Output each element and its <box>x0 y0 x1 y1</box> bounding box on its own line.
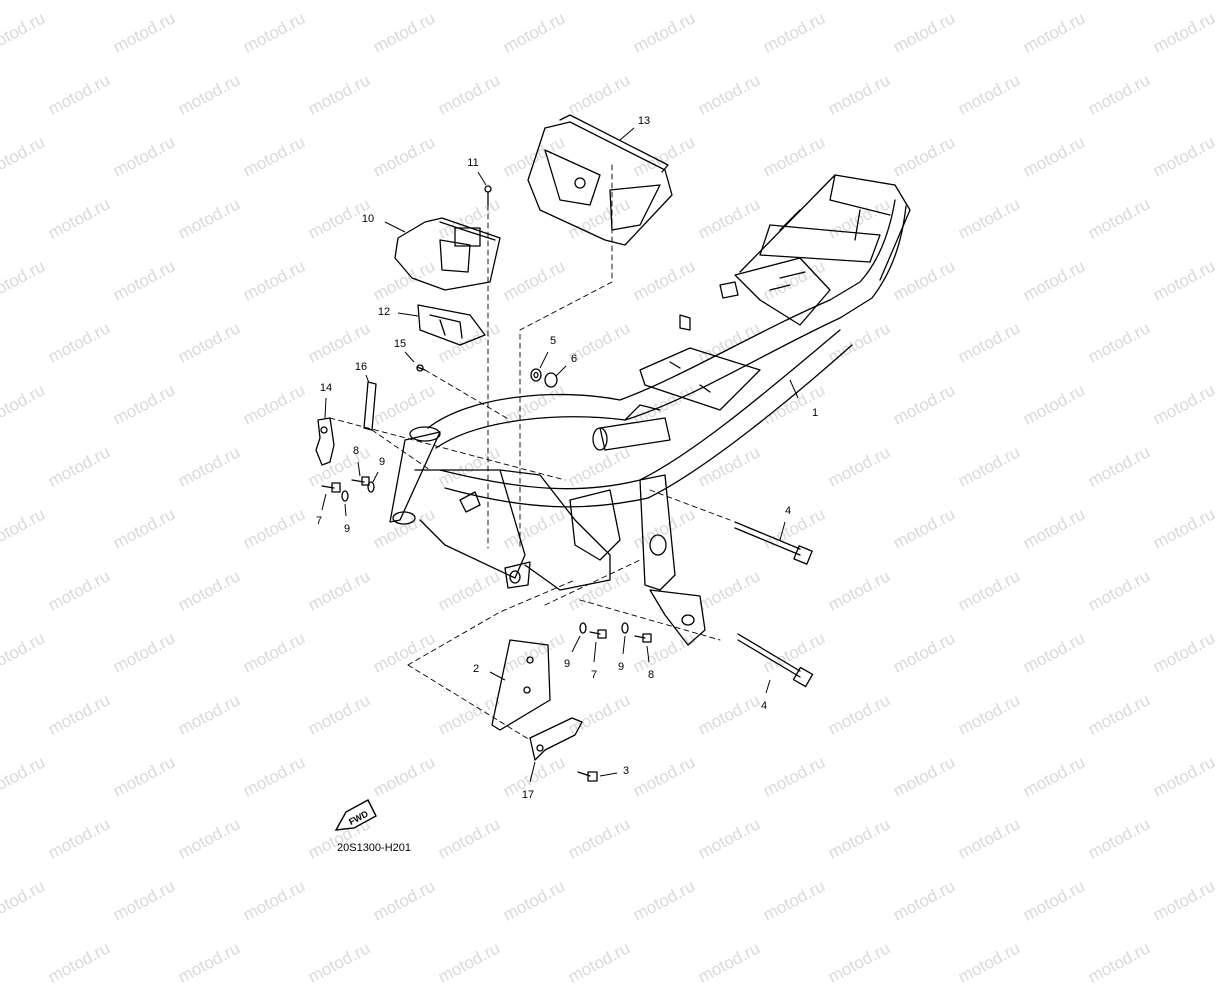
callout-number: 13 <box>638 115 650 127</box>
part-2-plate <box>491 639 551 731</box>
callout-16: 16 <box>355 361 370 384</box>
callout-leader <box>599 772 618 777</box>
callout-leader <box>404 351 415 363</box>
callout-2: 2 <box>473 663 506 681</box>
washers <box>341 368 629 634</box>
callout-leader <box>789 379 799 399</box>
watermark-text: motod.ru <box>695 938 764 987</box>
callout-leader <box>529 761 536 783</box>
callout-leader <box>372 471 379 483</box>
part-14-bracket <box>315 417 335 466</box>
callout-leader <box>489 671 506 681</box>
callout-6: 6 <box>555 353 577 377</box>
part-10-battery-box <box>394 217 501 291</box>
bolts <box>321 185 814 782</box>
callout-number: 4 <box>761 700 767 712</box>
callout-number: 5 <box>550 335 556 347</box>
watermark-text: motod.ru <box>825 938 894 987</box>
parts-diagram: motod.ru motod.ru motod.ru motod.ru motod.ru… <box>0 9 1217 987</box>
callout-number: 9 <box>564 658 570 670</box>
callout-number: 9 <box>618 661 624 673</box>
part-13-cover <box>527 114 673 246</box>
callout-number: 7 <box>316 515 322 527</box>
callout-number: 4 <box>785 505 791 517</box>
callout-number: 8 <box>648 669 654 681</box>
callout-10: 10 <box>362 213 406 233</box>
callout-leader <box>321 493 327 511</box>
callout-number: 7 <box>591 669 597 681</box>
callout-number: 15 <box>394 338 406 350</box>
callout-13: 13 <box>619 115 650 141</box>
callout-leader <box>344 503 347 517</box>
fwd-arrow-icon: FWD <box>334 799 377 831</box>
callout-number: 16 <box>355 361 367 373</box>
watermark-text: motod.ru <box>955 938 1024 987</box>
callout-number: 17 <box>522 789 534 801</box>
callout-7: 7 <box>591 641 597 681</box>
callout-4: 4 <box>779 505 791 541</box>
callout-leader <box>384 221 406 233</box>
callout-5: 5 <box>539 335 556 369</box>
diagram-code: 20S1300-H201 <box>337 842 411 854</box>
watermark-text: motod.ru <box>565 938 634 987</box>
callout-number: 8 <box>353 445 359 457</box>
callout-11: 11 <box>467 157 487 186</box>
callout-17: 17 <box>522 761 536 801</box>
callout-7: 7 <box>316 493 327 527</box>
callout-leader <box>539 351 549 369</box>
watermark-text: motod.ru <box>435 938 504 987</box>
callout-9: 9 <box>618 635 626 673</box>
part-12-bracket <box>417 304 486 346</box>
callout-4: 4 <box>761 679 771 712</box>
callout-9: 9 <box>344 503 350 535</box>
callout-leader <box>593 641 597 663</box>
callout-number: 9 <box>379 456 385 468</box>
callout-number: 1 <box>812 407 818 419</box>
callout-leader <box>397 312 419 317</box>
part-17-stay <box>529 717 583 761</box>
callout-number: 10 <box>362 213 374 225</box>
callout-leader <box>324 397 327 419</box>
callout-leader <box>619 127 635 141</box>
callout-number: 9 <box>344 523 350 535</box>
callout-leader <box>765 679 771 694</box>
callout-number: 12 <box>378 306 390 318</box>
callout-leader <box>555 365 567 377</box>
watermark-text: motod.ru <box>175 938 244 987</box>
callout-leader <box>571 635 581 653</box>
assembly-lines <box>329 164 731 741</box>
callout-14: 14 <box>320 382 332 419</box>
callout-leader <box>622 635 626 655</box>
callout-number: 14 <box>320 382 332 394</box>
callout-15: 15 <box>394 338 415 363</box>
watermark-text: motod.ru <box>45 938 114 987</box>
callout-3: 3 <box>599 765 629 777</box>
watermark-text: motod.ru <box>305 938 374 987</box>
callout-1: 1 <box>789 379 818 419</box>
callout-leader <box>365 374 370 384</box>
callout-number: 6 <box>571 353 577 365</box>
callout-leader <box>646 645 650 663</box>
callout-9: 9 <box>372 456 385 483</box>
watermark-text: motod.ru <box>1085 938 1154 987</box>
callout-number: 2 <box>473 663 479 675</box>
callout-leader <box>357 461 361 477</box>
frame-drawing: FWD 20S1300-H201 <box>315 114 911 854</box>
callout-leader <box>779 521 786 541</box>
callout-9: 9 <box>564 635 581 670</box>
callout-leader <box>477 171 487 186</box>
callout-number: 3 <box>623 765 629 777</box>
callout-number: 11 <box>467 157 478 169</box>
callout-12: 12 <box>378 306 419 318</box>
callout-8: 8 <box>646 645 654 681</box>
callout-8: 8 <box>353 445 361 477</box>
